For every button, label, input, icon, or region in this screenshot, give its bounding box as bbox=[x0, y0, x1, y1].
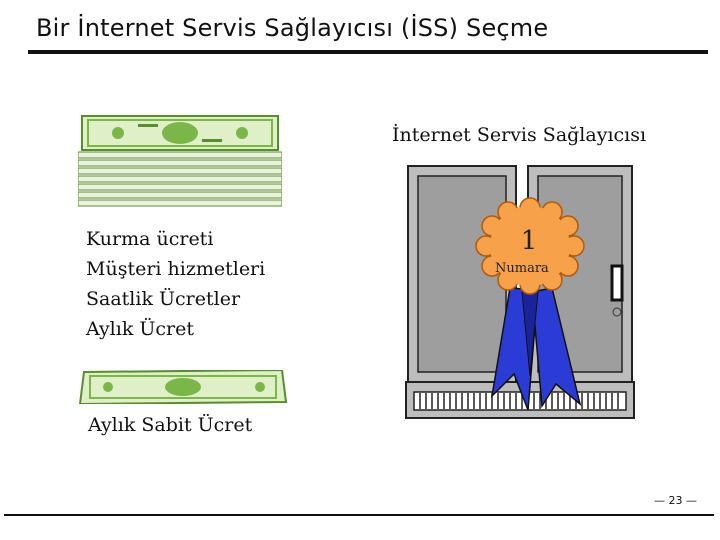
cost-item: Kurma ücreti bbox=[86, 228, 214, 250]
cost-item: Saatlik Ücretler bbox=[86, 288, 241, 310]
isp-heading: İnternet Servis Sağlayıcısı bbox=[392, 124, 647, 146]
title-underline bbox=[28, 50, 708, 54]
cost-item: Müşteri hizmetleri bbox=[86, 258, 266, 280]
monthly-fixed-fee-label: Aylık Sabit Ücret bbox=[88, 414, 253, 436]
dollar-bill-stack-icon bbox=[78, 115, 282, 207]
cost-item: Aylık Ücret bbox=[86, 318, 195, 340]
dollar-bill-icon bbox=[78, 370, 288, 404]
first-place-ribbon-icon bbox=[475, 197, 585, 411]
cost-list: Kurma ücreti Müşteri hizmetleri Saatlik … bbox=[86, 224, 265, 344]
footer-rule bbox=[4, 514, 714, 516]
ribbon-label: Numara bbox=[495, 261, 549, 276]
slide-title: Bir İnternet Servis Sağlayıcısı (İSS) Se… bbox=[36, 14, 549, 42]
page-number: — 23 — bbox=[654, 494, 697, 507]
ribbon-number: 1 bbox=[520, 226, 538, 256]
